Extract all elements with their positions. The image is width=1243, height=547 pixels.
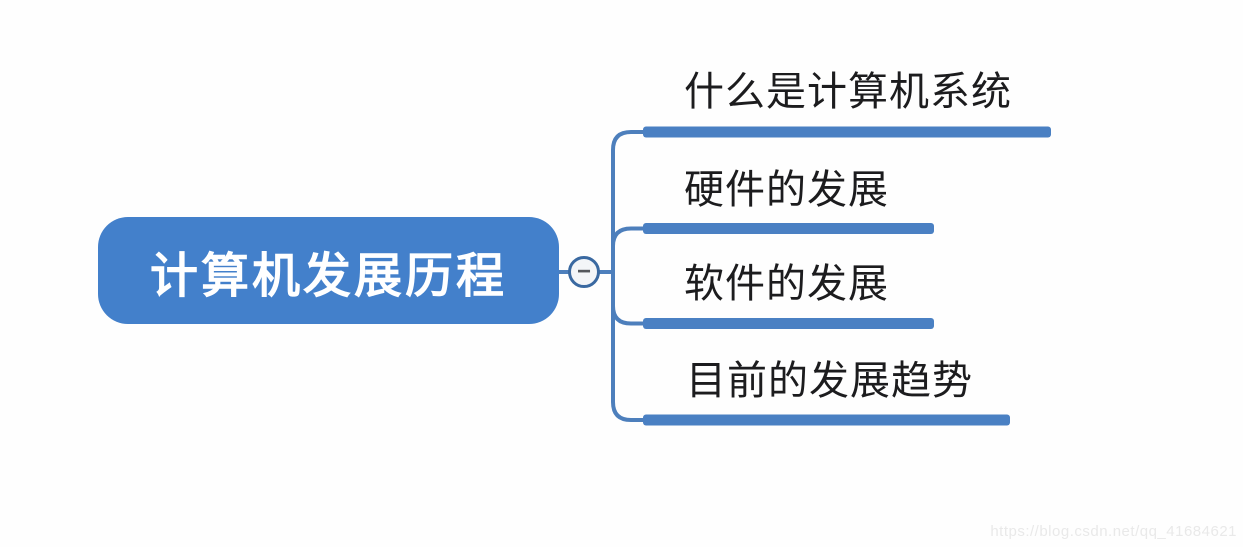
branch-connector-2: [611, 226, 649, 274]
collapse-toggle-button[interactable]: −: [568, 256, 600, 288]
topic-underline-1: [643, 126, 1051, 138]
branch-connector-4: [611, 270, 649, 422]
watermark: https://blog.csdn.net/qq_41684621: [990, 523, 1237, 540]
branch-topic-4[interactable]: 目前的发展趋势: [686, 359, 973, 403]
branch-topic-1[interactable]: 什么是计算机系统: [684, 70, 1012, 114]
topic-underline-2: [643, 223, 934, 234]
branch-connector-1: [611, 130, 649, 274]
minus-icon: −: [576, 258, 591, 285]
root-topic[interactable]: 计算机发展历程: [98, 217, 559, 324]
branch-connector-3: [611, 270, 649, 326]
branch-topic-2[interactable]: 硬件的发展: [684, 168, 889, 212]
branch-topic-3[interactable]: 软件的发展: [684, 262, 889, 306]
topic-underline-3: [643, 318, 934, 329]
topic-underline-4: [643, 414, 1010, 426]
